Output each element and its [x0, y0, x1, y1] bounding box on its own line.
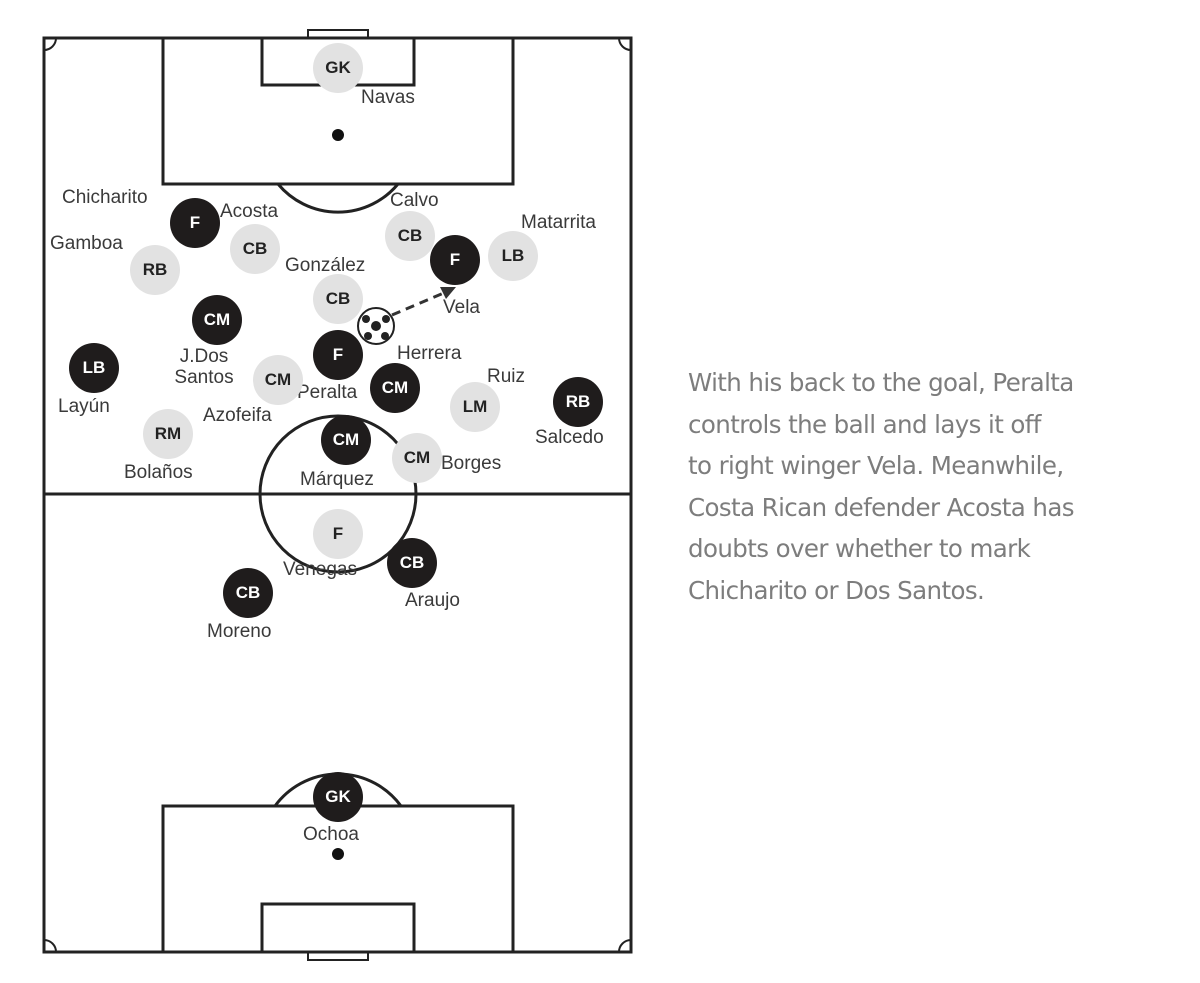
- player-marker-gamboa: RB: [130, 245, 180, 295]
- player-name-dos-santos: J.Dos Santos: [174, 346, 234, 389]
- player-marker-ochoa: GK: [313, 772, 363, 822]
- player-name-bolanos: Bolaños: [124, 462, 193, 483]
- player-name-layun: Layún: [58, 396, 110, 417]
- caption-line: controls the ball and lays it off: [688, 409, 1041, 439]
- player-marker-gonzalez: CB: [313, 274, 363, 324]
- player-name-navas: Navas: [361, 87, 415, 108]
- player-marker-herrera: CM: [370, 363, 420, 413]
- player-marker-navas: GK: [313, 43, 363, 93]
- pass-arrow: [391, 287, 456, 317]
- player-marker-salcedo: RB: [553, 377, 603, 427]
- player-marker-azofeifa: CM: [253, 355, 303, 405]
- player-name-moreno: Moreno: [207, 621, 272, 642]
- player-name-ochoa: Ochoa: [303, 824, 359, 845]
- player-marker-marquez: CM: [321, 415, 371, 465]
- top-penalty-spot: [332, 129, 344, 141]
- player-name-peralta: Peralta: [297, 382, 358, 403]
- bottom-goal: [307, 951, 369, 961]
- player-marker-araujo: CB: [387, 538, 437, 588]
- caption-line: to right winger Vela. Meanwhile,: [688, 451, 1064, 481]
- player-name-acosta: Acosta: [220, 201, 279, 222]
- player-marker-calvo: CB: [385, 211, 435, 261]
- player-name-herrera: Herrera: [397, 343, 462, 364]
- player-name-borges: Borges: [441, 453, 502, 474]
- player-marker-layun: LB: [69, 343, 119, 393]
- player-marker-venegas: F: [313, 509, 363, 559]
- bottom-goal-area: [260, 902, 416, 954]
- player-marker-matarrita: LB: [488, 231, 538, 281]
- player-name-dos-santos-line1: J.Dos: [179, 346, 229, 367]
- top-goal: [307, 29, 369, 39]
- player-name-azofeifa: Azofeifa: [203, 405, 272, 426]
- player-marker-chicharito: F: [170, 198, 220, 248]
- player-marker-ruiz: LM: [450, 382, 500, 432]
- player-marker-acosta: CB: [230, 224, 280, 274]
- player-name-gonzalez: González: [285, 255, 366, 276]
- player-name-venegas: Venegas: [283, 559, 357, 580]
- player-name-vela: Vela: [443, 297, 480, 318]
- player-name-marquez: Márquez: [300, 469, 374, 490]
- caption-line: Chicharito or Dos Santos.: [688, 575, 985, 605]
- player-name-dos-santos-line2: Santos: [174, 366, 234, 388]
- player-name-ruiz: Ruiz: [487, 366, 526, 387]
- player-marker-dos-santos: CM: [192, 295, 242, 345]
- caption-line: With his back to the goal, Peralta: [688, 368, 1074, 397]
- player-marker-bolanos: RM: [143, 409, 193, 459]
- caption-line: Costa Rican defender Acosta has: [688, 492, 1075, 522]
- football-pitch-diagram: [42, 29, 633, 961]
- player-name-calvo: Calvo: [390, 190, 439, 211]
- player-name-gamboa: Gamboa: [50, 233, 123, 254]
- player-marker-vela: F: [430, 235, 480, 285]
- player-name-chicharito: Chicharito: [62, 187, 148, 208]
- top-penalty-arc: [276, 183, 400, 214]
- player-name-araujo: Araujo: [405, 590, 460, 611]
- player-marker-peralta: F: [313, 330, 363, 380]
- player-name-salcedo: Salcedo: [535, 427, 604, 448]
- caption-line: doubts over whether to mark: [688, 534, 1031, 564]
- player-name-matarrita: Matarrita: [521, 212, 596, 233]
- player-marker-borges: CM: [392, 433, 442, 483]
- ball-icon: [357, 307, 395, 345]
- caption-text: With his back to the goal, Peralta contr…: [688, 362, 1178, 612]
- bottom-penalty-spot: [332, 848, 344, 860]
- player-marker-moreno: CB: [223, 568, 273, 618]
